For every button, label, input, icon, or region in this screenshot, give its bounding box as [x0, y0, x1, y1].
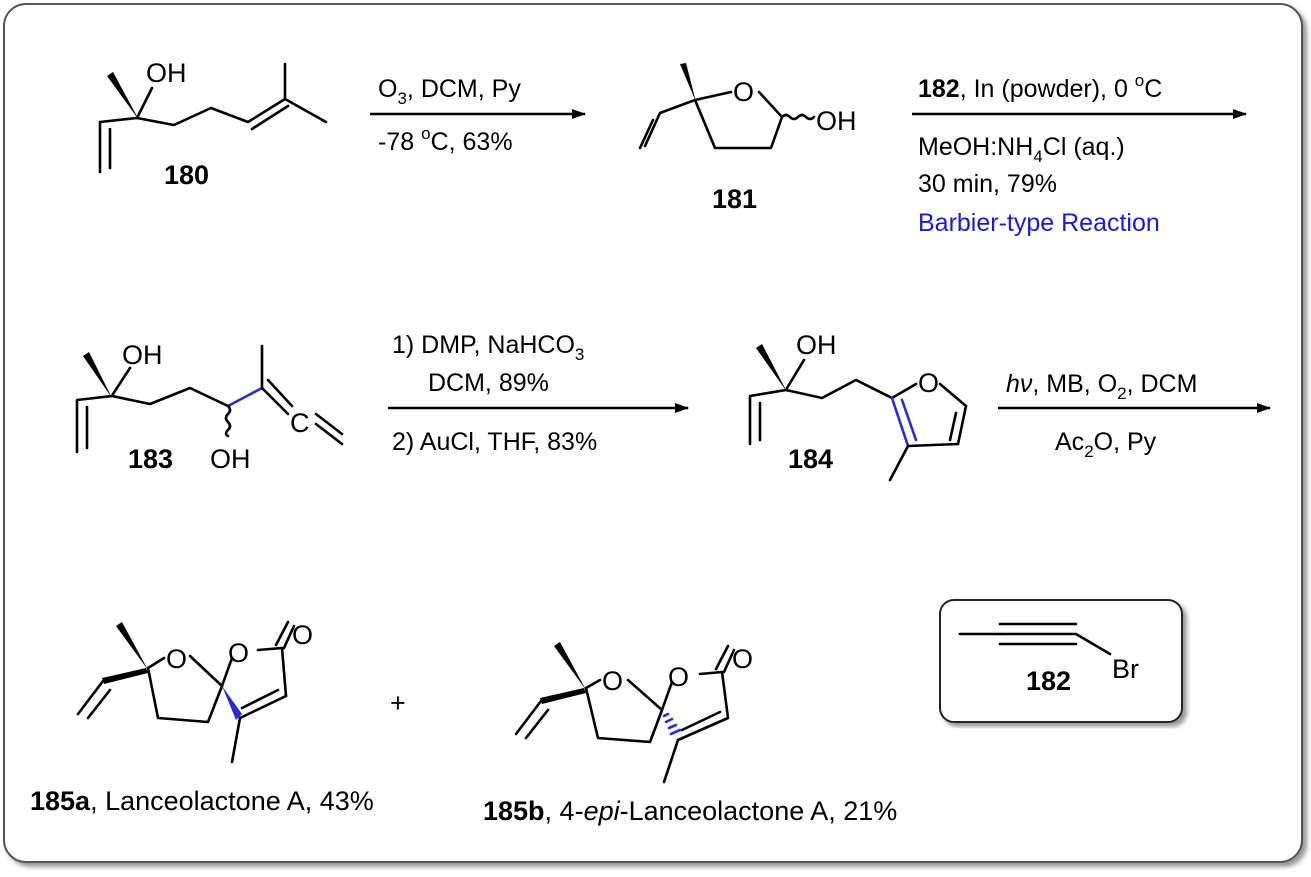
- c182-number: 182: [1026, 666, 1071, 696]
- c183-number: 183: [128, 444, 173, 474]
- c181-number: 181: [712, 184, 757, 214]
- compound-185a: O O O: [76, 620, 313, 764]
- c184-furan-o: O: [918, 368, 939, 398]
- step2-line2: MeOH:NH4Cl (aq.): [918, 133, 1125, 166]
- c185a-caption: 185a, Lanceolactone A, 43%: [30, 786, 374, 816]
- step2-line3: 30 min, 79%: [918, 170, 1057, 198]
- c182-br-label: Br: [1112, 654, 1139, 684]
- c185b-hashed-bond: [662, 712, 682, 736]
- compound-183: OH OH C 183: [75, 340, 344, 474]
- c185b-caption: 185b, 4-epi-Lanceolactone A, 21%: [483, 796, 897, 826]
- compound-184: OH O 184: [748, 330, 968, 482]
- c185a-ring-o2: O: [228, 638, 249, 668]
- c180-oh-label: OH: [146, 58, 187, 88]
- c183-oh-top: OH: [122, 340, 163, 370]
- compound-180: OH 180: [98, 58, 328, 190]
- c185b-ring-o2: O: [668, 662, 689, 692]
- c185b-carbonyl-o: O: [732, 644, 753, 674]
- c184-oh-label: OH: [796, 330, 837, 360]
- step2-line1: 182, In (powder), 0 oC: [918, 71, 1162, 103]
- compound-185b: O O O: [514, 642, 753, 784]
- plus-sign: +: [390, 688, 406, 718]
- compound-181: O OH 181: [638, 63, 857, 214]
- c181-ring-o: O: [733, 77, 754, 107]
- c185b-ring-o1: O: [602, 666, 623, 696]
- c180-number: 180: [164, 160, 209, 190]
- c184-number: 184: [788, 444, 833, 474]
- c183-oh-bottom: OH: [210, 444, 251, 474]
- step4-line2: Ac2O, Py: [1055, 428, 1157, 461]
- step3-line2: DCM, 89%: [428, 369, 549, 397]
- c185a-carbonyl-o: O: [292, 620, 313, 650]
- c181-oh-label: OH: [816, 106, 857, 136]
- step3-line1: 1) DMP, NaHCO3: [392, 331, 584, 364]
- c185a-ring-o1: O: [166, 644, 187, 674]
- c183-allene-c: C: [290, 408, 310, 438]
- reagent-182-box: Br 182: [939, 599, 1183, 723]
- step1-line2: -78 oC, 63%: [378, 124, 513, 156]
- step3-line3: 2) AuCl, THF, 83%: [392, 428, 597, 456]
- step1-line1: O3, DCM, Py: [378, 75, 521, 108]
- step4-line1: hν, MB, O2, DCM: [1006, 370, 1197, 403]
- step2-line4-reaction-type: Barbier-type Reaction: [918, 209, 1160, 237]
